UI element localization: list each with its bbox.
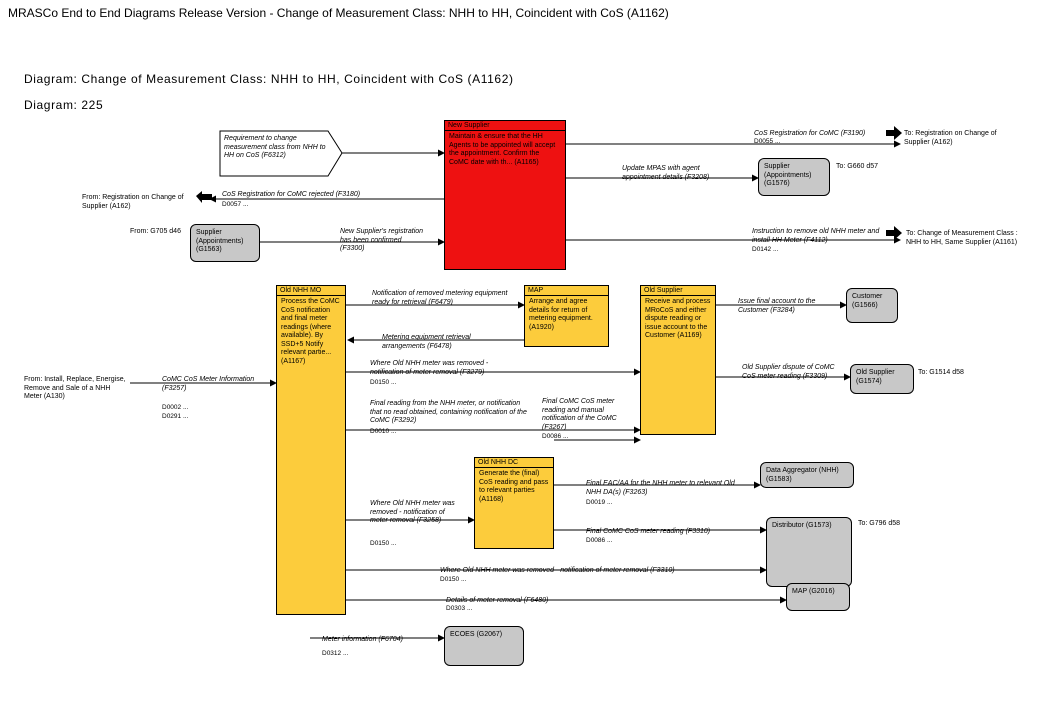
ref-to-g1514[interactable]: To: G1514 d58 — [918, 369, 964, 376]
new-supplier-title: New Supplier — [445, 121, 565, 131]
customer-box[interactable]: Customer (G1566) — [846, 288, 898, 323]
flow-issue-final-account: Issue final account to the Customer (F32… — [738, 298, 816, 314]
ref-from-g705[interactable]: From: G705 d46 — [130, 228, 181, 235]
map-title: MAP — [525, 286, 608, 296]
flow-code: D0303 ... — [446, 605, 473, 612]
flow-code: D0312 ... — [322, 650, 349, 657]
ref-to-g660[interactable]: To: G660 d57 — [836, 163, 879, 170]
flow-notification-removed-equipment: Notification of removed metering equipme… — [372, 290, 508, 306]
diagram-number: Diagram: 225 — [24, 98, 104, 112]
new-supplier-body: Maintain & ensure that the HH Agents to … — [449, 133, 556, 166]
map-box[interactable]: MAP Arrange and agree details for return… — [524, 285, 609, 347]
flow-code: D0150 ... — [370, 540, 397, 547]
flow-code: D0086 ... — [542, 433, 569, 440]
ref-from-registration-cos[interactable]: From: Registration on Change of Supplier… — [82, 194, 184, 210]
old-nhh-dc-title: Old NHH DC — [475, 458, 553, 468]
flow-code: D0019 ... — [586, 499, 613, 506]
flow-new-supplier-registration: New Supplier's registration has been con… — [340, 228, 424, 252]
flow-code: D0055 ... — [754, 138, 781, 145]
ref-from-install-meter[interactable]: From: Install, Replace, Energise, Remove… — [24, 376, 126, 400]
distributor-box[interactable]: Distributor (G1573) — [766, 517, 852, 587]
flow-meter-information: Meter information (F6704) — [322, 636, 403, 643]
flow-final-comc-reading: Final CoMC CoS meter reading (F3310) — [586, 528, 711, 535]
diagram-title: Diagram: Change of Measurement Class: NH… — [24, 72, 514, 86]
supplier-appointments-g1563[interactable]: Supplier (Appointments) (G1563) — [190, 224, 260, 262]
flow-final-reading-nhh: Final reading from the NHH meter, or not… — [370, 400, 527, 424]
flow-final-eac-aa: Final EAC/AA for the NHH meter to releva… — [586, 480, 735, 496]
flow-comc-cos-meter-info: CoMC CoS Meter Information (F3257) — [162, 376, 255, 392]
flow-code: D0010 ... — [370, 428, 397, 435]
flow-code: D0002 ... — [162, 404, 189, 411]
map-g2016-box[interactable]: MAP (G2016) — [786, 583, 850, 611]
ref-to-comc-same-supplier[interactable]: To: Change of Measurement Class : NHH to… — [906, 230, 1018, 246]
flow-where-meter-removed-2: Where Old NHH meter was removed - notifi… — [370, 500, 455, 524]
old-nhh-mo-box[interactable]: Old NHH MO Process the CoMC CoS notifica… — [276, 285, 346, 615]
flow-code: D0142 ... — [752, 246, 779, 253]
flow-code: D0057 ... — [222, 201, 249, 208]
flow-code: D0086 ... — [586, 537, 613, 544]
flow-instruction-remove-meter: Instruction to remove old NHH meter and … — [752, 228, 880, 244]
supplier-appointments-g1576[interactable]: Supplier (Appointments) (G1576) — [758, 158, 830, 196]
flow-update-mpas: Update MPAS with agent appointment detai… — [622, 165, 710, 181]
flow-code: D0291 ... — [162, 413, 189, 420]
flow-cos-registration-rejected: CoS Registration for CoMC rejected (F318… — [222, 191, 361, 198]
old-supplier-external[interactable]: Old Supplier (G1574) — [850, 364, 914, 394]
flow-final-comc-manual-notification: Final CoMC CoS meter reading and manual … — [542, 398, 617, 431]
old-nhh-dc-body: Generate the (final) CoS reading and pas… — [479, 470, 549, 503]
flow-old-supplier-dispute: Old Supplier dispute of CoMC CoS meter r… — [742, 364, 835, 380]
old-supplier-box[interactable]: Old Supplier Receive and process MRoCoS … — [640, 285, 716, 435]
ref-to-g796[interactable]: To: G796 d58 — [858, 520, 901, 527]
flow-metering-retrieval: Metering equipment retrieval arrangement… — [382, 334, 471, 350]
old-supplier-body: Receive and process MRoCoS and either di… — [645, 298, 711, 339]
flow-code: D0150 ... — [370, 379, 397, 386]
ref-to-registration-cos[interactable]: To: Registration on Change of Supplier (… — [904, 130, 997, 146]
data-aggregator-box[interactable]: Data Aggregator (NHH) (G1583) — [760, 462, 854, 488]
trigger-label: Requirement to change measurement class … — [224, 135, 326, 159]
old-nhh-mo-body: Process the CoMC CoS notification and fi… — [281, 298, 340, 365]
ecoes-box[interactable]: ECOES (G2067) — [444, 626, 524, 666]
flow-details-meter-removal: Details of meter removal (F6480) — [446, 597, 549, 604]
flow-where-meter-removed-3: Where Old NHH meter was removed - notifi… — [440, 567, 675, 574]
map-body: Arrange and agree details for return of … — [529, 298, 593, 331]
new-supplier-box[interactable]: New Supplier Maintain & ensure that the … — [444, 120, 566, 270]
old-nhh-dc-box[interactable]: Old NHH DC Generate the (final) CoS read… — [474, 457, 554, 549]
flow-where-meter-removed-1: Where Old NHH meter was removed - notifi… — [370, 360, 489, 376]
old-supplier-title: Old Supplier — [641, 286, 715, 296]
flow-cos-registration-comc: CoS Registration for CoMC (F3190) — [754, 130, 866, 137]
flow-code: D0150 ... — [440, 576, 467, 583]
page-title: MRASCo End to End Diagrams Release Versi… — [8, 6, 669, 20]
old-nhh-mo-title: Old NHH MO — [277, 286, 345, 296]
